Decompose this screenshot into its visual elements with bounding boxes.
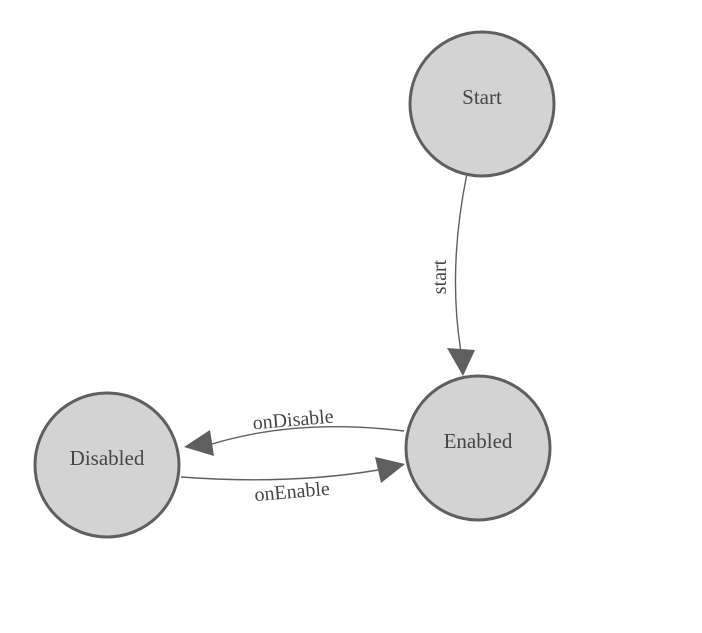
node-disabled-circle[interactable] <box>33 391 181 539</box>
node-start[interactable]: Start <box>408 30 556 178</box>
edge-start-to-enabled: start <box>429 175 475 376</box>
arrowhead-start-to-enabled-icon <box>447 348 475 376</box>
edge-line-start <box>454 175 468 350</box>
edge-line-onenable <box>180 469 379 481</box>
node-enabled[interactable]: Enabled <box>404 374 552 522</box>
arrowhead-disabled-to-enabled-icon <box>375 457 405 483</box>
edge-label-start: start <box>429 259 451 294</box>
node-enabled-circle[interactable] <box>404 374 552 522</box>
node-start-circle[interactable] <box>408 30 556 178</box>
node-label-enabled: Enabled <box>444 429 513 453</box>
node-disabled[interactable]: Disabled <box>33 391 181 539</box>
edge-disabled-to-enabled: onEnable <box>180 457 405 507</box>
node-label-disabled: Disabled <box>70 446 145 470</box>
edge-enabled-to-disabled: onDisable <box>184 405 405 456</box>
node-label-start: Start <box>462 85 502 109</box>
edge-label-ondisable: onDisable <box>252 405 335 434</box>
edge-label-onenable: onEnable <box>254 478 331 507</box>
arrowhead-enabled-to-disabled-icon <box>184 430 214 456</box>
edge-line-ondisable <box>211 425 405 445</box>
